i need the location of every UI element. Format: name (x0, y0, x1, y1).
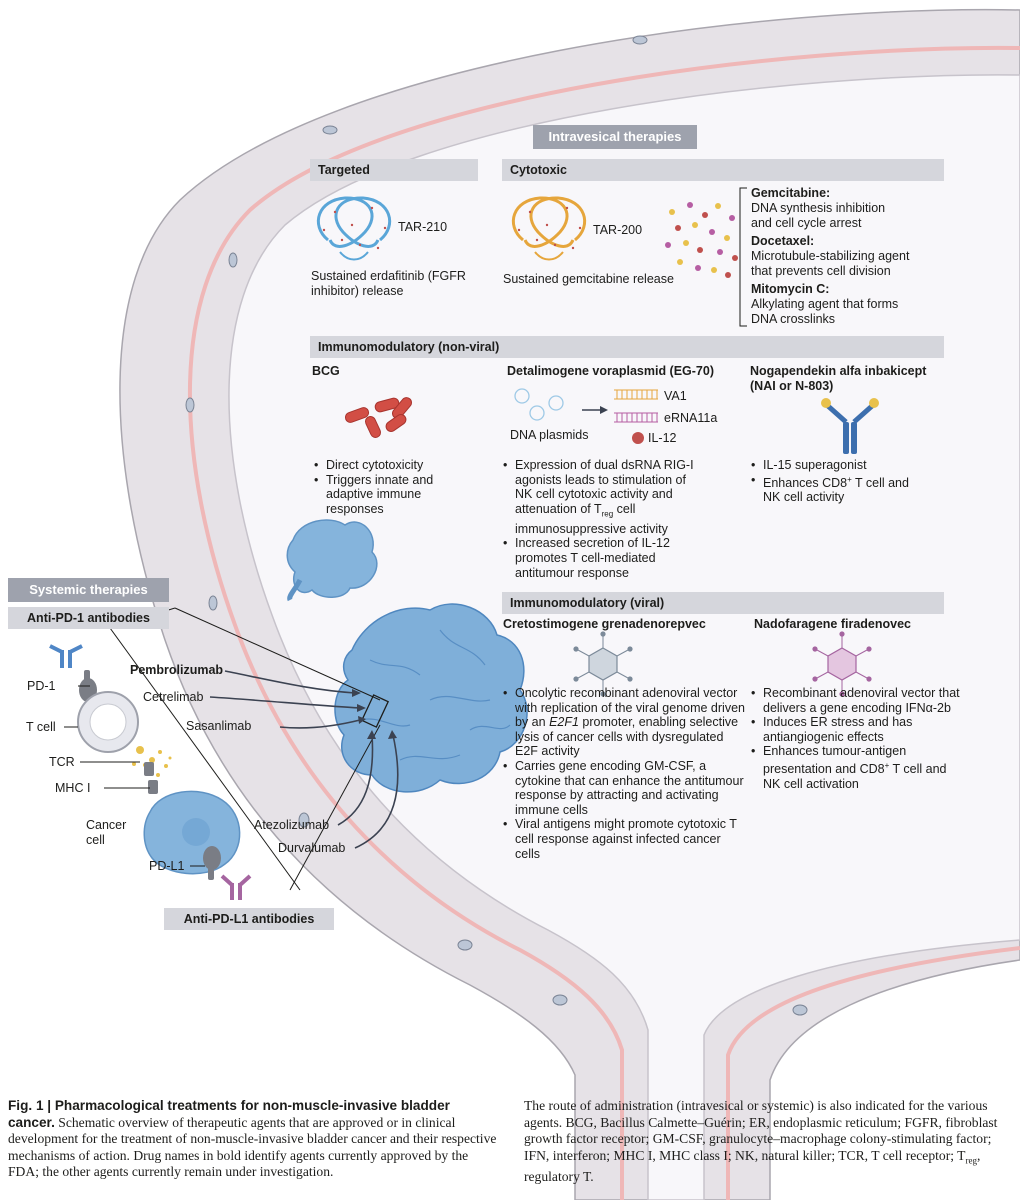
vessel-dot (298, 812, 310, 828)
durvalumab-label: Durvalumab (278, 841, 346, 855)
tar210-desc-line1: Sustained erdafitinib (FGFR (311, 269, 466, 283)
systemic-pill: Systemic therapies (8, 578, 169, 602)
vessel-dot (792, 1004, 808, 1016)
anti-pd1-antibody (49, 644, 83, 668)
drug-gemcitabine: Gemcitabine: DNA synthesis inhibition an… (751, 186, 886, 230)
nado-bullet: Induces ER stress and has antiangiogenic… (751, 715, 963, 744)
vessel-dot (552, 994, 568, 1006)
tar210-label: TAR-210 (398, 220, 448, 234)
creto-bullets: Oncolytic recombinant adenoviral vector … (501, 686, 747, 861)
anti-pd1-header: Anti-PD-1 antibodies (8, 607, 169, 629)
cytotoxic-drug-dots (665, 202, 738, 278)
vessel-dot (457, 939, 473, 951)
bcg-bullet: Direct cytotoxicity (314, 458, 476, 473)
nai-title: Nogapendekin alfa inbakicept (NAI or N-8… (750, 364, 927, 393)
intravesical-pill: Intravesical therapies (533, 125, 697, 149)
tar200-label: TAR-200 (593, 223, 643, 237)
bcg-title: BCG (312, 364, 340, 378)
drug-mitomycin: Mitomycin C: Alkylating agent that forms… (751, 282, 899, 326)
tcell-label: T cell (26, 720, 56, 734)
pdl1-ligand (203, 846, 221, 880)
creto-bullet: Oncolytic recombinant adenoviral vector … (503, 686, 747, 759)
caption-left-text: Schematic overview of therapeutic agents… (8, 1114, 497, 1180)
creto-title: Cretostimogene grenadenorepvec (503, 617, 706, 631)
pd1-label: PD-1 (27, 679, 56, 693)
cytotoxic-header: Cytotoxic (502, 159, 944, 181)
creto-bullet: Carries gene encoding GM-CSF, a cytokine… (503, 759, 747, 817)
atezolizumab-label: Atezolizumab (254, 818, 330, 832)
cetrelimab-label: Cetrelimab (143, 690, 204, 704)
nai-bullet: IL-15 superagonist (751, 458, 913, 473)
figure-label: Fig. 1 | Pharmacological treatments for … (8, 1098, 450, 1130)
anti-pdl1-antibody (220, 874, 252, 900)
nado-bullet: Recombinant adenoviral vector that deliv… (751, 686, 963, 715)
pdl1-label: PD-L1 (149, 859, 185, 873)
zoom-line (289, 724, 381, 891)
arrow-pembrolizumab (224, 670, 356, 694)
arrow-atezolizumab (337, 734, 374, 826)
nai-bullets: IL-15 superagonist Enhances CD8+ T cell … (749, 458, 913, 505)
tcr-label: TCR (49, 755, 75, 769)
bcg-bullets: Direct cytotoxicity Triggers innate and … (312, 458, 476, 516)
bcg-bacilli (344, 397, 412, 438)
caption-right: The route of administration (intravesica… (524, 1098, 998, 1185)
dna-plasmids (514, 388, 564, 421)
zoom-line (174, 607, 381, 701)
nado-title: Nadofaragene firadenovec (754, 617, 911, 631)
tar200-device (511, 196, 587, 261)
drug-list-bracket (739, 187, 747, 327)
erna-label: eRNA11a (664, 411, 718, 425)
nado-bullets: Recombinant adenoviral vector that deliv… (749, 686, 963, 791)
nai-bullet: Enhances CD8+ T cell and NK cell activit… (751, 473, 913, 505)
drug-docetaxel: Docetaxel: Microtubule-stabilizing agent… (751, 234, 910, 278)
systemic-bracket (109, 627, 301, 891)
eg70-bullets: Expression of dual dsRNA RIG-I agonists … (501, 458, 705, 580)
vessel-dot (185, 397, 195, 413)
small-tumour (286, 519, 378, 598)
bcg-bullet: Triggers innate and adaptive immune resp… (314, 473, 476, 517)
large-tumour (334, 603, 528, 793)
plasmids-label: DNA plasmids (510, 428, 589, 442)
caption-left: Fig. 1 | Pharmacological treatments for … (8, 1098, 500, 1181)
eg70-title: Detalimogene voraplasmid (EG-70) (507, 364, 715, 378)
tar200-desc: Sustained gemcitabine release (503, 272, 674, 286)
immuno-nonviral-header: Immunomodulatory (non-viral) (310, 336, 944, 358)
arrow-cetrelimab (209, 696, 361, 709)
nado-bullet: Enhances tumour-antigen presentation and… (751, 744, 963, 791)
creto-bullet: Viral antigens might promote cytotoxic T… (503, 817, 747, 861)
tumour-zoom-box (360, 694, 390, 728)
eg70-bullet: Increased secretion of IL-12 promotes T … (503, 536, 705, 580)
arrow-sasanlimab (279, 719, 361, 729)
cancer-cell-label: Cancer cell (86, 818, 127, 847)
targeted-header: Targeted (310, 159, 478, 181)
tar210-device (316, 196, 392, 261)
eg70-bullet: Expression of dual dsRNA RIG-I agonists … (503, 458, 705, 536)
vessel-dot (208, 595, 218, 611)
arrow-durvalumab (354, 734, 399, 849)
vessel-dot (632, 35, 648, 45)
pembrolizumab-label: Pembrolizumab (130, 663, 224, 677)
va1-rna (614, 389, 658, 400)
tar210-desc-line2: inhibitor) release (311, 284, 404, 298)
immuno-viral-header: Immunomodulatory (viral) (502, 592, 944, 614)
anti-pdl1-header: Anti-PD-L1 antibodies (164, 908, 334, 930)
mhc-label: MHC I (55, 781, 91, 795)
vessel-dot (228, 252, 238, 268)
bladder-lining (188, 45, 1020, 1200)
il12-label: IL-12 (648, 431, 677, 445)
sasanlimab-label: Sasanlimab (186, 719, 252, 733)
vessel-dot (322, 125, 338, 135)
va1-label: VA1 (664, 389, 687, 403)
il12-dot (632, 432, 644, 444)
n803-molecule (821, 398, 879, 454)
erna-rna (614, 412, 658, 423)
